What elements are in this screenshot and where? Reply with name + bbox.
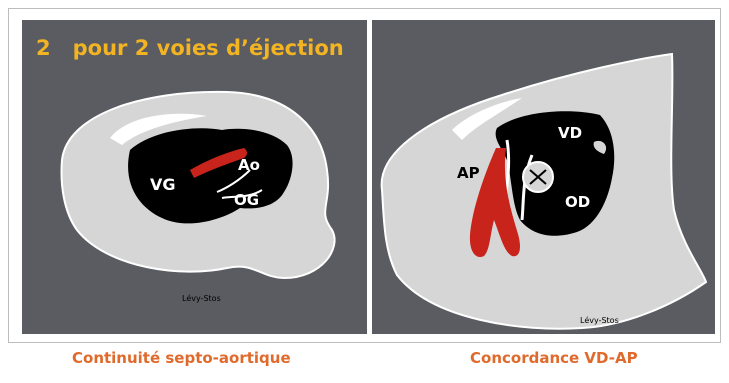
section-heading: 2 pour 2 voies d’éjection	[36, 36, 344, 60]
left-aorta-vessel	[190, 148, 247, 178]
right-credit: Lévy-Stos	[580, 315, 619, 325]
left-heart-diagram: VG Ao OG Lévy-Stos	[60, 90, 336, 303]
label-og: OG	[234, 191, 259, 209]
label-od: OD	[565, 193, 590, 211]
caption-right: Concordance VD-AP	[470, 349, 638, 367]
left-cavity	[128, 128, 293, 224]
left-panel: VG Ao OG Lévy-Stos	[22, 20, 367, 334]
label-ao: Ao	[238, 156, 260, 174]
left-credit: Lévy-Stos	[182, 293, 221, 303]
right-panel: AP VD OD Lévy-Stos	[372, 20, 715, 334]
label-ap: AP	[457, 164, 480, 182]
caption-left: Continuité septo-aortique	[72, 349, 291, 367]
right-cavity	[495, 111, 615, 236]
heading-text: pour 2 voies d’éjection	[72, 36, 344, 60]
label-vg: VG	[150, 175, 176, 194]
heading-number: 2	[36, 36, 51, 60]
pulmonary-artery-vessel	[469, 148, 520, 258]
panel-divider	[367, 20, 372, 334]
label-vd: VD	[558, 124, 582, 142]
right-heart-diagram: AP VD OD Lévy-Stos	[380, 52, 708, 330]
